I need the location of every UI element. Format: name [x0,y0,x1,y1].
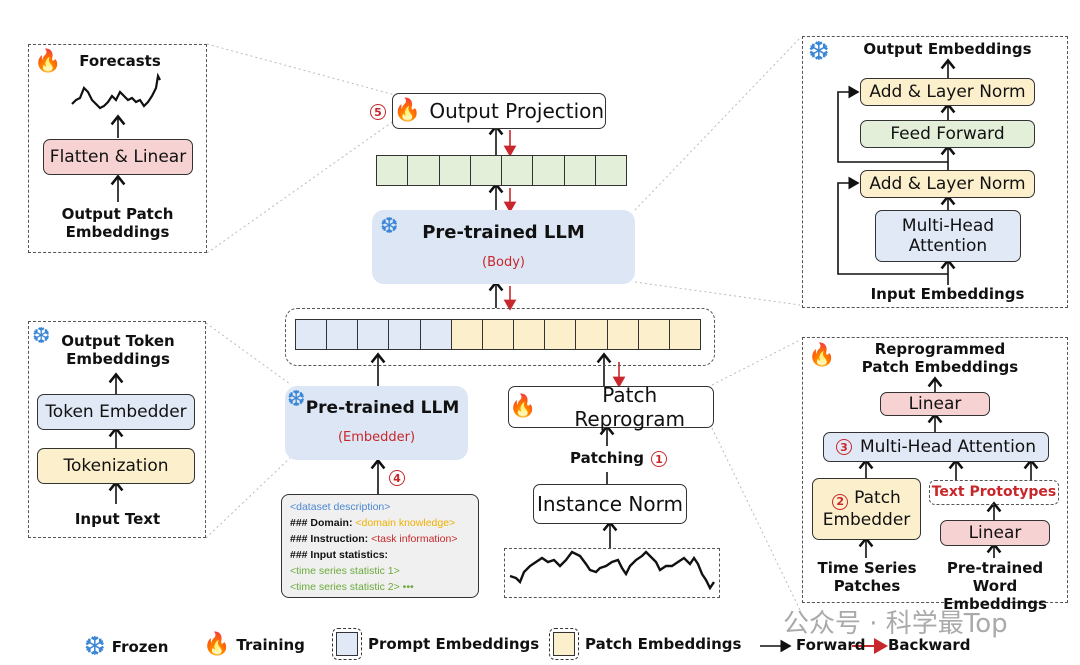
text-prototypes: Text Prototypes [929,480,1059,505]
fire-icon: 🔥 [509,394,537,419]
add-layer-norm-bottom: Add & Layer Norm [860,170,1035,198]
snowflake-icon: ❆ [380,214,399,239]
legend-patch-embeddings: Patch Embeddings [549,628,741,660]
step-5-badge: 5 [370,104,386,120]
prompt-embedding-cell [420,320,452,349]
prompt-domain-line: ### Domain: <domain knowledge> [290,517,456,529]
linear-top-block: Linear [880,392,990,416]
output-embeddings-label: Output Embeddings [863,40,1032,58]
legend-frozen: ❆ Frozen [84,632,169,662]
patch-reprogram-label: Patch Reprogram [574,383,686,431]
instance-norm-block: Instance Norm [533,484,687,524]
step-4-badge: 4 [389,470,405,486]
prompt-statistics-header: ### Input statistics: [290,549,389,561]
prompt-template: <dataset description> ### Domain: <domai… [281,494,479,598]
transformer-block-panel [802,36,1068,308]
prompt-statistic-2: <time series statistic 2> ••• [290,581,414,593]
snowflake-icon: ❆ [32,324,51,349]
patch-embedding-cell [607,320,639,349]
output-embedding-cell [502,156,534,185]
zoom-guides [205,37,801,611]
output-projection-label: Output Projection [429,99,605,123]
forecasts-label: Forecasts [79,52,161,70]
prompt-embedding-cell [327,320,359,349]
snowflake-icon: ❆ [808,37,830,67]
patch-embedding-cell [545,320,577,349]
legend-training: 🔥 Training [203,632,305,657]
patch-embedding-cell [576,320,608,349]
prompt-statistic-1: <time series statistic 1> [290,565,400,577]
output-head-panel [28,44,207,253]
tokenization-block: Tokenization [37,448,195,484]
llm-embedder-subtitle: (Embedder) [337,430,416,445]
output-embedding-cell [377,156,409,185]
flatten-linear-block: Flatten & Linear [43,139,193,175]
flatten-linear-label: Flatten & Linear [49,147,187,167]
prompt-dataset-description: <dataset description> [290,501,391,513]
prompt-embedding-cell [358,320,390,349]
output-embedding-cell [471,156,502,185]
add-layer-norm-top: Add & Layer Norm [860,78,1035,106]
token-embedder-block: Token Embedder [37,394,195,430]
llm-embedder-title: Pre-trained LLM [305,398,460,418]
reprogram-attention-block: 3 Multi-Head Attention [823,432,1049,462]
output-embedding-sequence [376,155,627,186]
step-3-badge: 3 [835,439,852,455]
input-text-label: Input Text [74,510,161,528]
patch-embedding-cell [482,320,515,349]
input-series-line [509,550,715,591]
patch-reprogram-block: 🔥 Patch Reprogram [508,383,714,431]
output-embedding-cell [596,156,626,185]
output-embedding-cell [408,156,440,185]
fire-icon: 🔥 [34,49,62,74]
output-projection-block: 🔥 Output Projection [392,93,606,129]
fire-icon: 🔥 [203,632,231,657]
patch-embedding-cell [669,320,701,349]
input-embedding-sequence [295,319,701,350]
prompt-embedding-cell [389,320,421,349]
input-sequence-group [285,308,715,366]
step-2-badge: 2 [832,494,849,510]
patch-embedding-cell [514,320,546,349]
fire-icon: 🔥 [393,98,422,123]
patching-label: Patching [570,449,645,467]
llm-body-title: Pre-trained LLM [422,222,585,243]
pretrained-llm-body [372,210,635,284]
input-embeddings-label: Input Embeddings [870,285,1025,303]
instance-norm-label: Instance Norm [537,492,683,516]
prompt-embedding-cell [296,320,328,349]
output-embedding-cell [533,156,565,185]
feed-forward-block: Feed Forward [860,120,1035,148]
embedder-panel [28,321,206,538]
legend-forward: Forward [796,636,866,654]
snowflake-icon: ❆ [287,387,306,412]
watermark: 公众号 · 科学最Top [783,609,1008,639]
forecast-line [71,72,161,110]
linear-bottom-block: Linear [940,520,1050,546]
patch-embedding-cell [638,320,670,349]
fire-icon: 🔥 [808,343,836,368]
patch-embedding-cell [451,320,483,349]
legend-prompt-embeddings: Prompt Embeddings [332,628,539,660]
prompt-instruction-line: ### Instruction: <task information> [290,533,458,545]
output-embedding-cell [565,156,596,185]
step-1-badge: 1 [651,451,667,467]
snowflake-icon: ❆ [84,632,106,662]
input-time-series-frame [504,548,720,598]
pretrained-llm-embedder [285,386,468,460]
patch-reprogram-panel [802,337,1068,603]
output-embedding-cell [440,156,471,185]
legend-backward: Backward [888,636,971,654]
llm-body-subtitle: (Body) [482,255,525,270]
